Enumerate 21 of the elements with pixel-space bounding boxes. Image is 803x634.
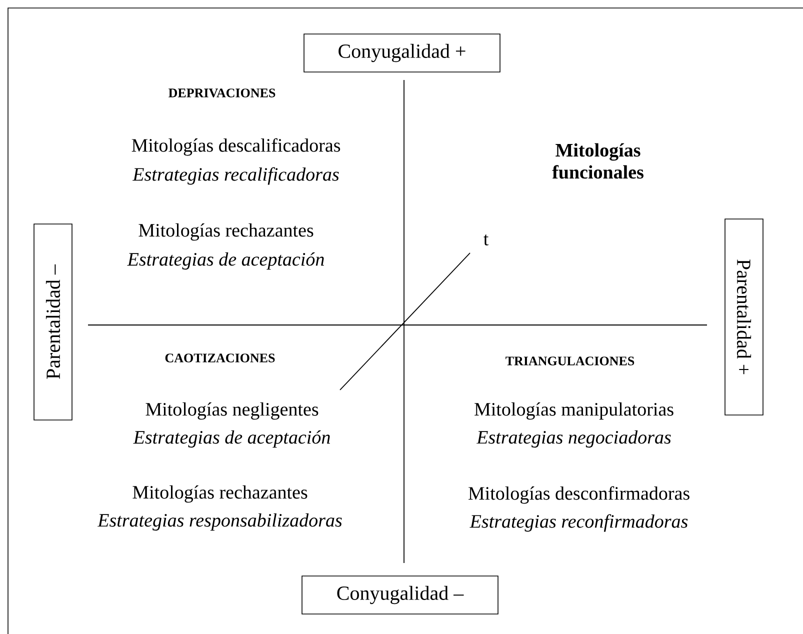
quadrant-text: Estrategias reconfirmadoras — [470, 514, 688, 532]
quadrant-text: Mitologías desconfirmadoras — [468, 486, 690, 504]
quadrant-text: Estrategias negociadoras — [476, 430, 671, 448]
quadrant-heading: DEPRIVACIONES — [168, 88, 276, 98]
axis-label-box: Conyugalidad + — [304, 34, 500, 72]
quadrant-text: Mitologías negligentes — [146, 402, 318, 420]
axis-label-box: Parentalidad – — [34, 224, 72, 420]
quadrant-text: Estrategias responsabilizadoras — [97, 513, 342, 531]
quadrant-text: Mitologías descalificadoras — [132, 138, 340, 156]
axis-label-box: Conyugalidad – — [302, 576, 498, 614]
quadrant-text: Mitologías rechazantes — [138, 223, 314, 241]
axis-label-box: Parentalidad + — [724, 218, 764, 416]
axis-label: t — [484, 234, 489, 246]
quadrant-heading: TRIANGULACIONES — [506, 356, 634, 366]
quadrant-text: Mitologías manipulatorias — [474, 402, 674, 420]
quadrant-text: Mitologías funcionales — [552, 143, 644, 179]
quadrant-text: Mitologías rechazantes — [132, 485, 308, 503]
quadrant-heading: CAOTIZACIONES — [165, 354, 275, 362]
quadrant-text: Estrategias de aceptación — [127, 252, 324, 270]
quadrant-text: Estrategias de aceptación — [133, 430, 330, 448]
quadrant-text: Estrategias recalificadoras — [132, 167, 339, 185]
